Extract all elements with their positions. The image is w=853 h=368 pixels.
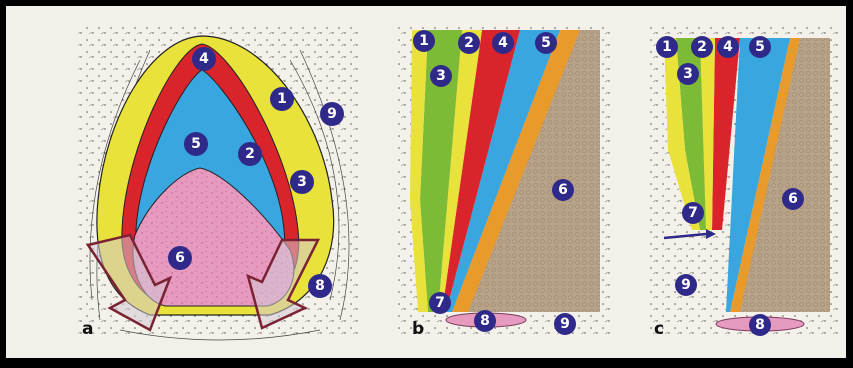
marker-a-8: 8 [308, 274, 332, 298]
svg-text:4: 4 [498, 35, 508, 51]
marker-c-7: 7 [682, 202, 704, 224]
marker-b-6: 6 [552, 179, 574, 201]
marker-b-1: 1 [413, 30, 435, 52]
marker-c-3: 3 [677, 63, 699, 85]
svg-text:6: 6 [788, 191, 798, 207]
marker-c-9: 9 [675, 274, 697, 296]
svg-text:5: 5 [191, 136, 201, 152]
marker-c-4: 4 [717, 36, 739, 58]
svg-text:6: 6 [558, 182, 568, 198]
marker-c-6: 6 [782, 188, 804, 210]
panel-label-b: b [412, 319, 424, 339]
svg-text:9: 9 [560, 316, 570, 332]
marker-a-2: 2 [238, 142, 262, 166]
marker-a-9: 9 [320, 102, 344, 126]
svg-text:1: 1 [277, 91, 287, 107]
svg-text:2: 2 [464, 35, 474, 51]
marker-b-5: 5 [535, 32, 557, 54]
marker-a-5: 5 [184, 132, 208, 156]
marker-b-4: 4 [492, 32, 514, 54]
marker-c-2: 2 [691, 36, 713, 58]
marker-b-7: 7 [429, 292, 451, 314]
svg-text:8: 8 [315, 278, 325, 294]
svg-text:4: 4 [199, 51, 209, 67]
panel-label-a: a [82, 319, 93, 339]
svg-text:8: 8 [755, 317, 765, 333]
marker-a-1: 1 [270, 87, 294, 111]
svg-text:9: 9 [327, 106, 337, 122]
svg-text:5: 5 [541, 35, 551, 51]
svg-text:5: 5 [755, 39, 765, 55]
svg-text:3: 3 [683, 66, 693, 82]
marker-a-6: 6 [168, 246, 192, 270]
svg-text:1: 1 [662, 39, 672, 55]
marker-b-3: 3 [430, 65, 452, 87]
svg-text:8: 8 [480, 313, 490, 329]
svg-text:7: 7 [435, 295, 445, 311]
svg-text:3: 3 [297, 174, 307, 190]
panel-label-c: c [654, 319, 664, 339]
marker-b-8: 8 [474, 310, 496, 332]
marker-b-2: 2 [458, 32, 480, 54]
svg-text:6: 6 [175, 250, 185, 266]
svg-text:3: 3 [436, 68, 446, 84]
marker-c-8: 8 [749, 314, 771, 336]
svg-text:4: 4 [723, 39, 733, 55]
panel-b: b [398, 24, 610, 339]
marker-c-1: 1 [656, 36, 678, 58]
svg-text:2: 2 [245, 146, 255, 162]
marker-a-4: 4 [192, 47, 216, 71]
marker-b-9: 9 [554, 313, 576, 335]
svg-text:2: 2 [697, 39, 707, 55]
marker-c-5: 5 [749, 36, 771, 58]
svg-text:7: 7 [688, 205, 698, 221]
svg-text:1: 1 [419, 33, 429, 49]
svg-text:9: 9 [681, 277, 691, 293]
marker-a-3: 3 [290, 170, 314, 194]
